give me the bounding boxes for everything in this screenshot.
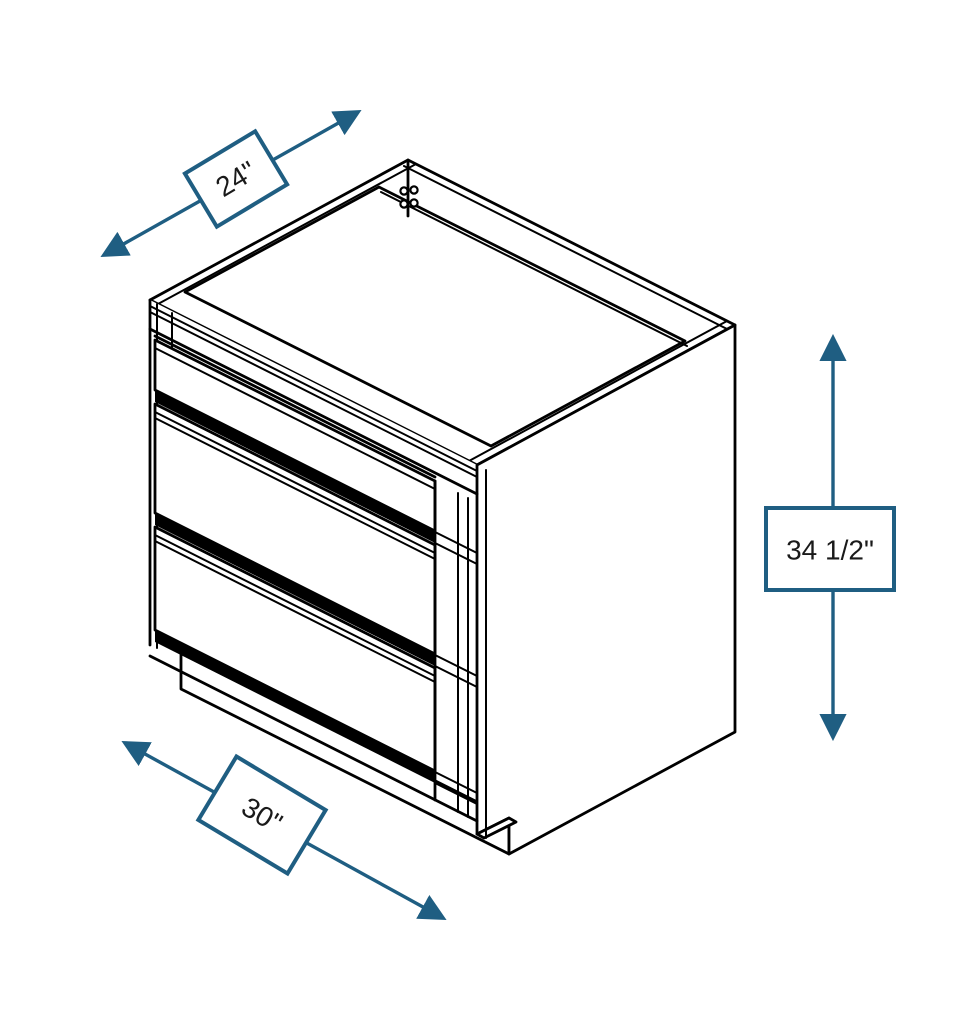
drawer-gap-2 [155, 514, 435, 666]
cabinet-side [475, 323, 737, 856]
dimension-depth: 24" [100, 109, 362, 258]
screw-dot [399, 199, 409, 209]
glide-cap [434, 531, 478, 554]
depth-dimension-box [182, 128, 290, 230]
dimension-height: 34 1/2" [764, 333, 896, 742]
drawer-1-edge-line [154, 347, 436, 490]
cabinet [148, 158, 737, 856]
glide-cap [434, 542, 478, 565]
top-reveal-gap [153, 334, 437, 479]
drawer-gap-1 [155, 391, 435, 543]
drawer-3-edge-line [154, 534, 436, 677]
back-panel-inner-edge [403, 165, 732, 332]
drawer-glide-strip [433, 479, 478, 818]
top-rail-molding [149, 311, 478, 478]
glide-cap [434, 654, 478, 677]
drawer-2-edge-line [154, 417, 436, 560]
screw-dot [399, 186, 409, 196]
drawer-2-edge-line [154, 411, 436, 554]
back-rail-edge [380, 191, 688, 347]
screw-dot [409, 185, 419, 195]
width-dimension-box [195, 753, 329, 877]
cabinet-front [148, 298, 479, 823]
top-rail-molding [149, 305, 478, 472]
glide-cap [434, 665, 478, 688]
screw-dot [409, 198, 419, 208]
drawer-3-edge-line [154, 540, 436, 683]
top-rail-bottom-edge [148, 327, 479, 496]
dimension-width: 30" [121, 741, 447, 920]
height-label: 34 1/2" [786, 535, 874, 566]
screw-dots [399, 185, 419, 209]
height-dimension-box [764, 506, 896, 592]
